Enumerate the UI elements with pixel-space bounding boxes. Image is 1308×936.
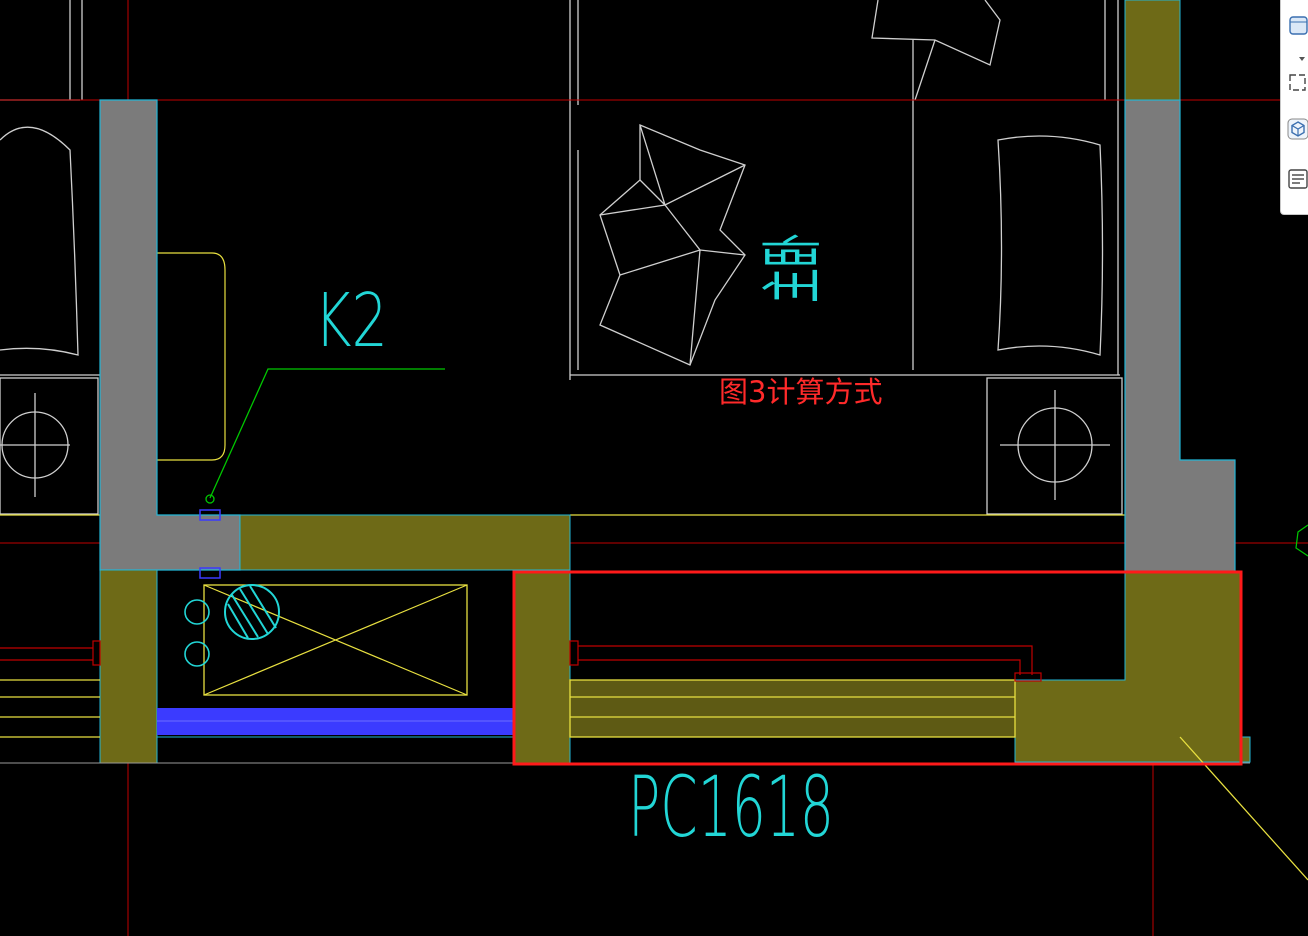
window-lines	[0, 679, 1308, 881]
window-sill-fills	[99, 0, 1251, 764]
pillow-left	[0, 126, 79, 356]
window-pc1618	[569, 679, 1016, 738]
view-cube-button[interactable]	[1287, 14, 1308, 36]
red-pipes	[0, 640, 1042, 682]
axis-marker-icon	[1295, 524, 1308, 557]
pillow-right	[997, 135, 1104, 356]
highlight-box	[512, 570, 1243, 766]
properties-button[interactable]	[1287, 168, 1308, 190]
nightstand-right	[986, 377, 1123, 515]
view-cube-icon	[1289, 16, 1308, 35]
k2-leader	[205, 368, 445, 504]
floating-toolbar	[1280, 0, 1308, 215]
3d-cube-icon	[1287, 118, 1308, 140]
ac-unit-tag: K2	[314, 278, 388, 364]
window-tag: PC1618	[628, 758, 834, 856]
ac-cabinet-outline	[157, 252, 226, 461]
select-box-button[interactable]	[1287, 72, 1308, 94]
select-box-icon	[1289, 74, 1306, 91]
blanket	[599, 124, 746, 366]
room-outline	[0, 252, 1125, 516]
nightstand-left	[0, 377, 99, 515]
annotation-label: 图3计算方式	[719, 375, 882, 409]
dropdown-arrow[interactable]	[1287, 48, 1308, 61]
properties-list-icon	[1288, 169, 1308, 189]
3d-view-button[interactable]	[1287, 118, 1308, 140]
pillow-top	[871, 0, 1001, 66]
chevron-down-icon	[1299, 57, 1305, 61]
room-name-label: 主卧	[756, 233, 829, 303]
ac-outdoor-unit	[184, 509, 468, 696]
drain-pipe-icon	[224, 584, 280, 640]
